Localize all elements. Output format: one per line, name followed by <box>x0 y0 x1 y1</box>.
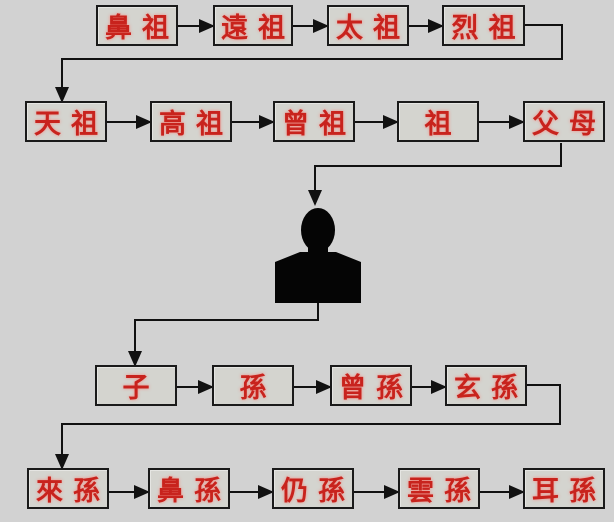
node-label: 鼻孫 <box>157 476 231 507</box>
node-xuansun: 玄孫 <box>445 365 527 406</box>
node-label: 太祖 <box>336 13 410 44</box>
node-zengsun: 曾孫 <box>330 365 412 406</box>
connector <box>128 303 319 367</box>
node-label: 雲孫 <box>407 476 481 507</box>
node-label: 天祖 <box>34 109 108 140</box>
node-label: 曾孫 <box>339 373 413 404</box>
node-label: 耳孫 <box>532 476 606 507</box>
node-laisun: 來孫 <box>27 468 109 509</box>
person-silhouette-icon <box>275 208 361 303</box>
node-bizu: 鼻祖 <box>96 5 178 46</box>
node-tianzu: 天祖 <box>25 101 107 142</box>
connector <box>55 384 561 470</box>
node-label: 玄孫 <box>454 373 528 404</box>
node-gaozu: 高祖 <box>150 101 232 142</box>
node-rengsun: 仍孫 <box>272 468 354 509</box>
node-label: 鼻祖 <box>105 13 179 44</box>
node-label: 遠祖 <box>221 13 295 44</box>
node-label: 曾祖 <box>282 109 356 140</box>
node-liezu: 烈祖 <box>442 5 525 46</box>
node-yuanzu: 遠祖 <box>213 5 293 46</box>
node-zi: 子 <box>95 365 177 406</box>
node-sun: 孫 <box>212 365 294 406</box>
node-zengzu: 曾祖 <box>273 101 355 142</box>
node-label: 來孫 <box>36 476 110 507</box>
node-label: 子 <box>122 373 160 404</box>
node-label: 孫 <box>239 373 277 404</box>
node-label: 高祖 <box>159 109 233 140</box>
node-taizu: 太祖 <box>327 5 409 46</box>
node-label: 烈祖 <box>451 13 526 44</box>
node-label: 父母 <box>532 109 606 140</box>
node-yunsun: 雲孫 <box>398 468 480 509</box>
connector <box>308 143 562 206</box>
node-fumu: 父母 <box>523 101 605 142</box>
node-label: 祖 <box>424 109 462 140</box>
node-label: 仍孫 <box>281 476 355 507</box>
node-ersun: 耳孫 <box>523 468 605 509</box>
connector <box>55 24 563 103</box>
node-zu: 祖 <box>397 101 479 142</box>
node-kunsun: 鼻孫 <box>148 468 230 509</box>
